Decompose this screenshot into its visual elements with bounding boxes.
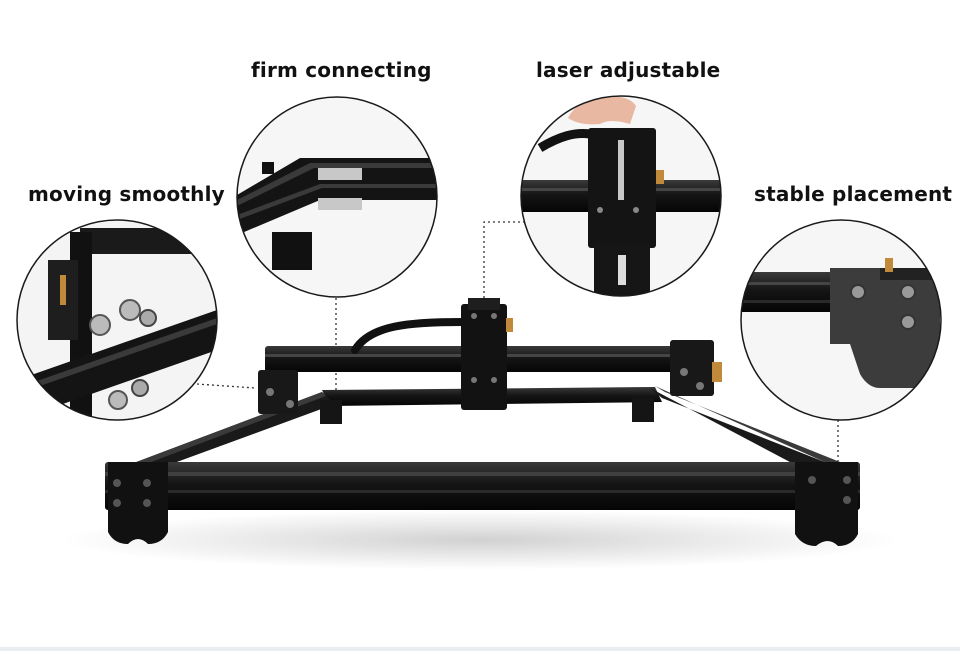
bottom-strip [0,647,960,651]
detail-circle-moving [16,219,218,421]
connector-moving [196,383,256,389]
connector-laser [483,221,540,300]
callout-stable-placement: stable placement [754,182,953,206]
ground-shadow [60,510,900,570]
detail-circle-stable [740,219,942,421]
engraver-frame [105,298,860,546]
detail-circle-laser [520,95,722,297]
callout-laser-adjustable: laser adjustable [536,58,721,82]
callout-moving-smoothly: moving smoothly [28,182,225,206]
callout-firm-connecting: firm connecting [251,58,432,82]
detail-circle-firm [236,96,438,298]
